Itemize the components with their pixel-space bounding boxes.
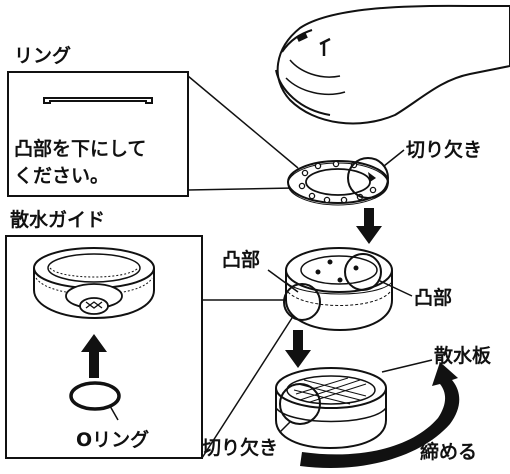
notch-highlight-top (347, 157, 389, 199)
o-ring-leader (109, 405, 119, 421)
protrusion-left-leader (267, 269, 299, 293)
notch-bottom-leader (279, 421, 291, 433)
protrusion-left-label: 凸部 (222, 248, 260, 271)
spray-guide-detail (33, 247, 155, 320)
down-arrow-2 (285, 330, 311, 368)
tighten-arrow (300, 362, 460, 469)
ring-note-line2: ください。 (14, 165, 109, 187)
notch-bottom-label: 切り欠き (202, 436, 278, 459)
down-arrow-1 (356, 208, 382, 244)
shower-handle (275, 4, 510, 125)
spray-guide-part (285, 247, 393, 332)
notch-highlight-bottom (279, 383, 321, 425)
spray-plate-part (275, 367, 387, 450)
ring-side-view-icon (43, 97, 153, 104)
notch-top-leader (383, 149, 405, 167)
ring-note-line1: 凸部を下にして (14, 137, 146, 160)
spray-plate-label: 散水板 (434, 344, 492, 367)
protrusion-right-label: 凸部 (414, 286, 452, 309)
ring-part (287, 160, 389, 206)
ring-callout-box (7, 71, 189, 197)
spray-guide-label: 散水ガイド (10, 208, 105, 231)
tighten-label: 締める (420, 440, 477, 463)
protrusion-highlight-left (283, 283, 321, 321)
protrusion-highlight-right (344, 253, 382, 291)
o-ring-label: Oリング (76, 428, 149, 451)
protrusion-right-leader (377, 279, 413, 297)
spray-plate-leader (381, 359, 433, 373)
notch-top-label: 切り欠き (406, 138, 482, 161)
o-ring-icon (69, 381, 121, 411)
up-arrow (81, 334, 107, 378)
ring-callout-lines (187, 75, 299, 191)
ring-label: リング (14, 44, 71, 67)
